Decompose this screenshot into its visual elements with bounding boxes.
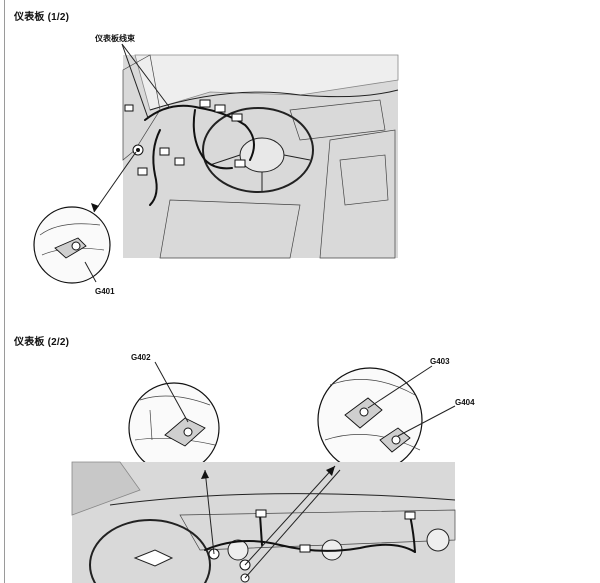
dash-interior-drawing-1 [122, 54, 399, 259]
section-title-2: 仪表板 (2/2) [14, 337, 70, 348]
detail-circle-g401 [33, 206, 111, 284]
section-title-1: 仪表板 (1/2) [14, 12, 70, 23]
page-left-border [4, 0, 5, 583]
label-g402: G402 [131, 353, 151, 362]
leader-g401-detail [93, 151, 137, 213]
detail-circle-g403-g404 [317, 365, 456, 473]
dash-interior-drawing-2 [71, 461, 456, 583]
label-g401: G401 [95, 287, 115, 296]
label-g403: G403 [430, 357, 450, 366]
leader-harness [121, 43, 171, 109]
detail-circle-g402 [128, 361, 220, 474]
label-g404: G404 [455, 398, 475, 407]
label-dashboard-harness: 仪表板线束 [95, 34, 135, 43]
illustration-dashboard-2 [71, 361, 456, 583]
illustration-dashboard-1 [33, 43, 399, 284]
